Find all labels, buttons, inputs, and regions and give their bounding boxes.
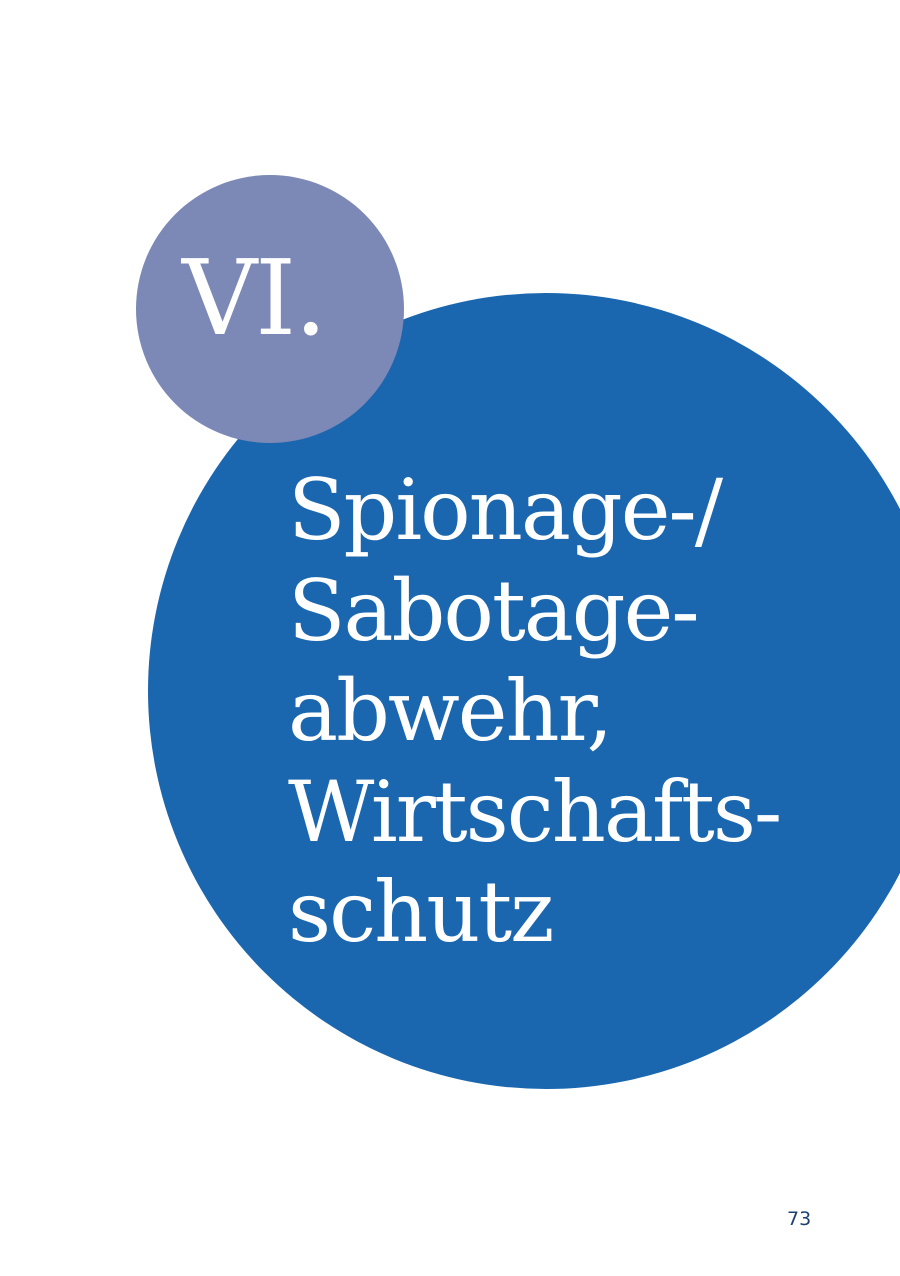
small-lavender-circle <box>136 175 404 443</box>
chapter-title-line: abwehr, <box>288 662 613 760</box>
chapter-title-line: Sabotage- <box>288 561 700 660</box>
chapter-numeral: VI. <box>182 237 327 359</box>
chapter-title-line: Spionage-/ <box>288 461 723 559</box>
chapter-title-line: Wirtschafts- <box>288 762 782 861</box>
chapter-title-line: schutz <box>288 863 554 961</box>
chapter-title: Spionage-/ Sabotage- abwehr, Wirtschafts… <box>288 460 782 963</box>
page-number: 73 <box>787 1208 812 1230</box>
